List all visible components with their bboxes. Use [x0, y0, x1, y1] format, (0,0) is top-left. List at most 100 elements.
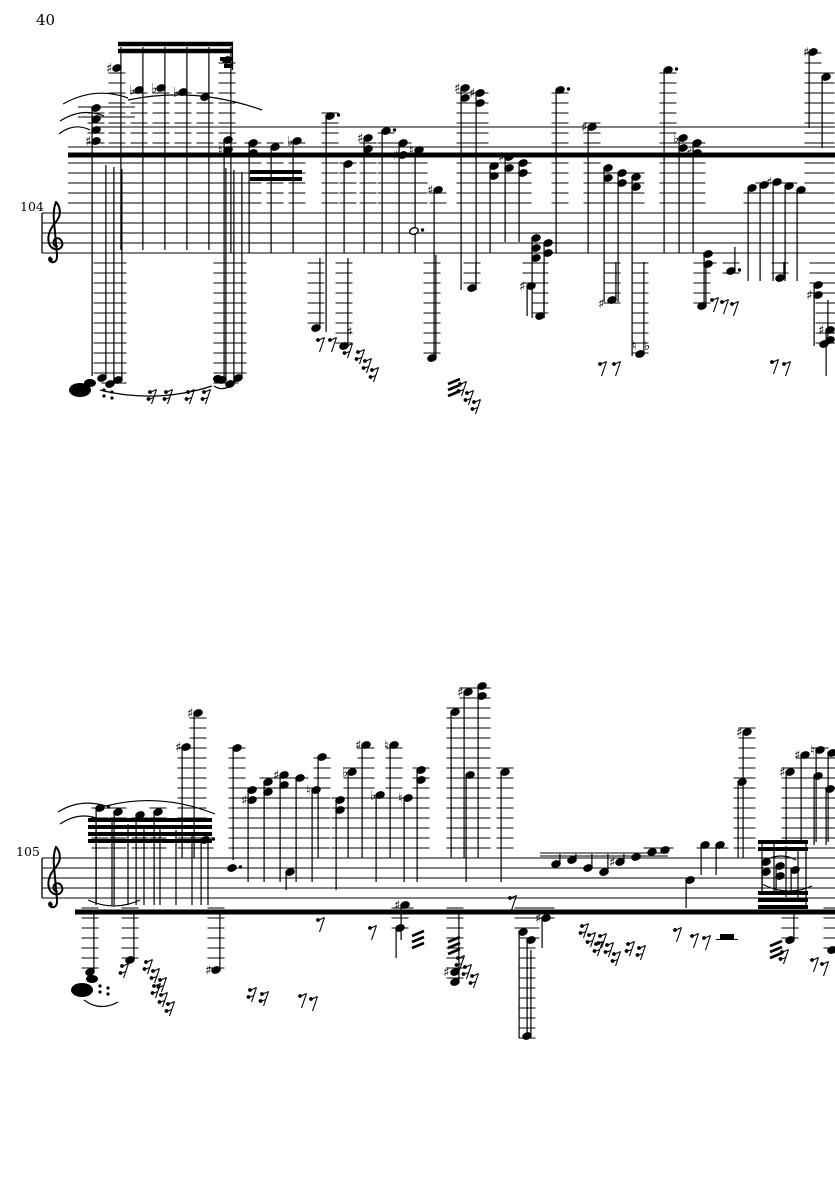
- note-chord: [647, 848, 657, 856]
- misc-symbols: ♯♯♮♭: [69, 297, 650, 997]
- rest-trem: [447, 935, 461, 956]
- accidental-icon: ♯: [187, 707, 193, 722]
- rest-r8: [820, 960, 830, 977]
- note-chord: [467, 262, 477, 292]
- note-chord: [535, 262, 545, 320]
- note-chord: [685, 876, 695, 908]
- note-chord: [775, 262, 785, 282]
- note-chord: [95, 804, 111, 905]
- note-chord: [617, 169, 627, 302]
- rest-r8: [368, 924, 378, 941]
- rest-r8: [316, 336, 326, 353]
- rest-r8: [612, 360, 622, 377]
- rest-r16x3: [354, 348, 380, 383]
- accidental-icon: ♯: [609, 856, 615, 871]
- rest-r16: [200, 388, 212, 405]
- note-chord: [295, 774, 305, 882]
- accidental-icon: ♯: [241, 794, 247, 809]
- rest-r16: [246, 986, 258, 1003]
- rest-r8: [770, 358, 780, 375]
- accidental-icon: ♯: [581, 121, 587, 136]
- note-cluster-blob: [213, 375, 223, 383]
- note-chord: ♮: [384, 739, 399, 858]
- chords: ♯♯♭♭♭♮♭♯♯♮♯♯♯♯♯♯♭♯♯♯♯♯♯♯♯♯♯♮♭♯♭♮♮♯♯♯♯♯♯♯…: [85, 46, 835, 1040]
- note-cluster-blob: [71, 983, 93, 997]
- rest-r16: [624, 940, 636, 957]
- note-chord: [222, 47, 232, 64]
- accidental-icon: ♭: [370, 789, 376, 804]
- accidental-icon: ♯: [498, 151, 504, 166]
- rest-trem: [769, 939, 783, 960]
- note-chord: [660, 846, 670, 854]
- note-chord: ♯: [175, 741, 191, 858]
- accidental-icon: ♯: [394, 899, 400, 914]
- rest-r16x3: [456, 380, 482, 415]
- note-chord: ♯: [766, 176, 782, 281]
- rest-r16: [342, 342, 354, 359]
- note-chord: [225, 170, 235, 388]
- rest-r16: [146, 388, 158, 405]
- note-chord: [819, 300, 829, 348]
- note-chord: ♭: [129, 47, 144, 99]
- note-chord: [465, 771, 475, 882]
- note-chord: [395, 924, 405, 958]
- accidental-icon: ♭: [173, 86, 179, 101]
- note-chord: ♯: [357, 132, 373, 253]
- note-chord: [200, 836, 216, 905]
- rest-r16x3: [150, 982, 176, 1017]
- page-number: 40: [36, 11, 56, 29]
- note-chord: [531, 234, 541, 318]
- note-chord: ♯: [241, 786, 257, 882]
- accidental-icon: ♮: [384, 739, 389, 754]
- note-chord: [227, 864, 243, 872]
- rest-r16: [258, 990, 270, 1007]
- note-chord: ♮: [218, 136, 233, 383]
- staves: [41, 201, 835, 909]
- note-chord: ♯: [205, 914, 221, 979]
- note-chord: [759, 181, 769, 281]
- note-chord: [635, 262, 645, 358]
- note-chord: [555, 86, 571, 253]
- note-chord: ♮: [810, 744, 825, 842]
- note-chord: ♯: [427, 184, 443, 360]
- rest-r8: [298, 992, 308, 1009]
- note-chord: ♯: [457, 686, 473, 858]
- note-chord: ♯: [273, 769, 289, 882]
- accidental-icon: ♯: [392, 149, 398, 164]
- rest-r8: [508, 894, 518, 911]
- accidental-icon: ♭: [673, 132, 679, 147]
- accidental-icon: ♯: [454, 82, 460, 97]
- accidental-icon: ♯: [806, 289, 812, 304]
- note-chord: [270, 143, 280, 253]
- note-cluster-blob: [69, 383, 91, 397]
- note-chord: [796, 186, 806, 281]
- note-chord: [450, 708, 460, 858]
- accidental-icon: ♯: [457, 686, 463, 701]
- note-chord: [790, 866, 800, 893]
- measure-number-system-2: 105: [16, 844, 40, 859]
- note-chord: ♭: [287, 135, 302, 253]
- note-chord: [518, 928, 528, 1038]
- note-chord: [248, 139, 258, 253]
- rest-trem: [447, 377, 461, 398]
- accidental-icon: ♯: [106, 62, 112, 77]
- accidental-icon: ♯: [598, 297, 604, 312]
- note-chord: ♯: [355, 739, 371, 858]
- note-chord: [105, 167, 115, 388]
- note-chord: [381, 127, 397, 253]
- rest-dot2: [106, 986, 110, 996]
- note-chord: [325, 112, 341, 332]
- note-chord: [631, 853, 641, 861]
- note-chord: ♭: [673, 132, 688, 253]
- note-chord: [813, 772, 823, 845]
- rest-r8: [710, 296, 720, 313]
- note-chord: ♯: [686, 139, 702, 253]
- accidental-icon: ♯: [355, 739, 361, 754]
- note-chord: ♯: [394, 899, 410, 940]
- accidental-icon: ♯: [357, 132, 363, 147]
- note-chord: [343, 160, 353, 253]
- note-chord: [409, 226, 425, 236]
- note-chord: ♯: [498, 151, 514, 242]
- note-chord: [700, 841, 710, 875]
